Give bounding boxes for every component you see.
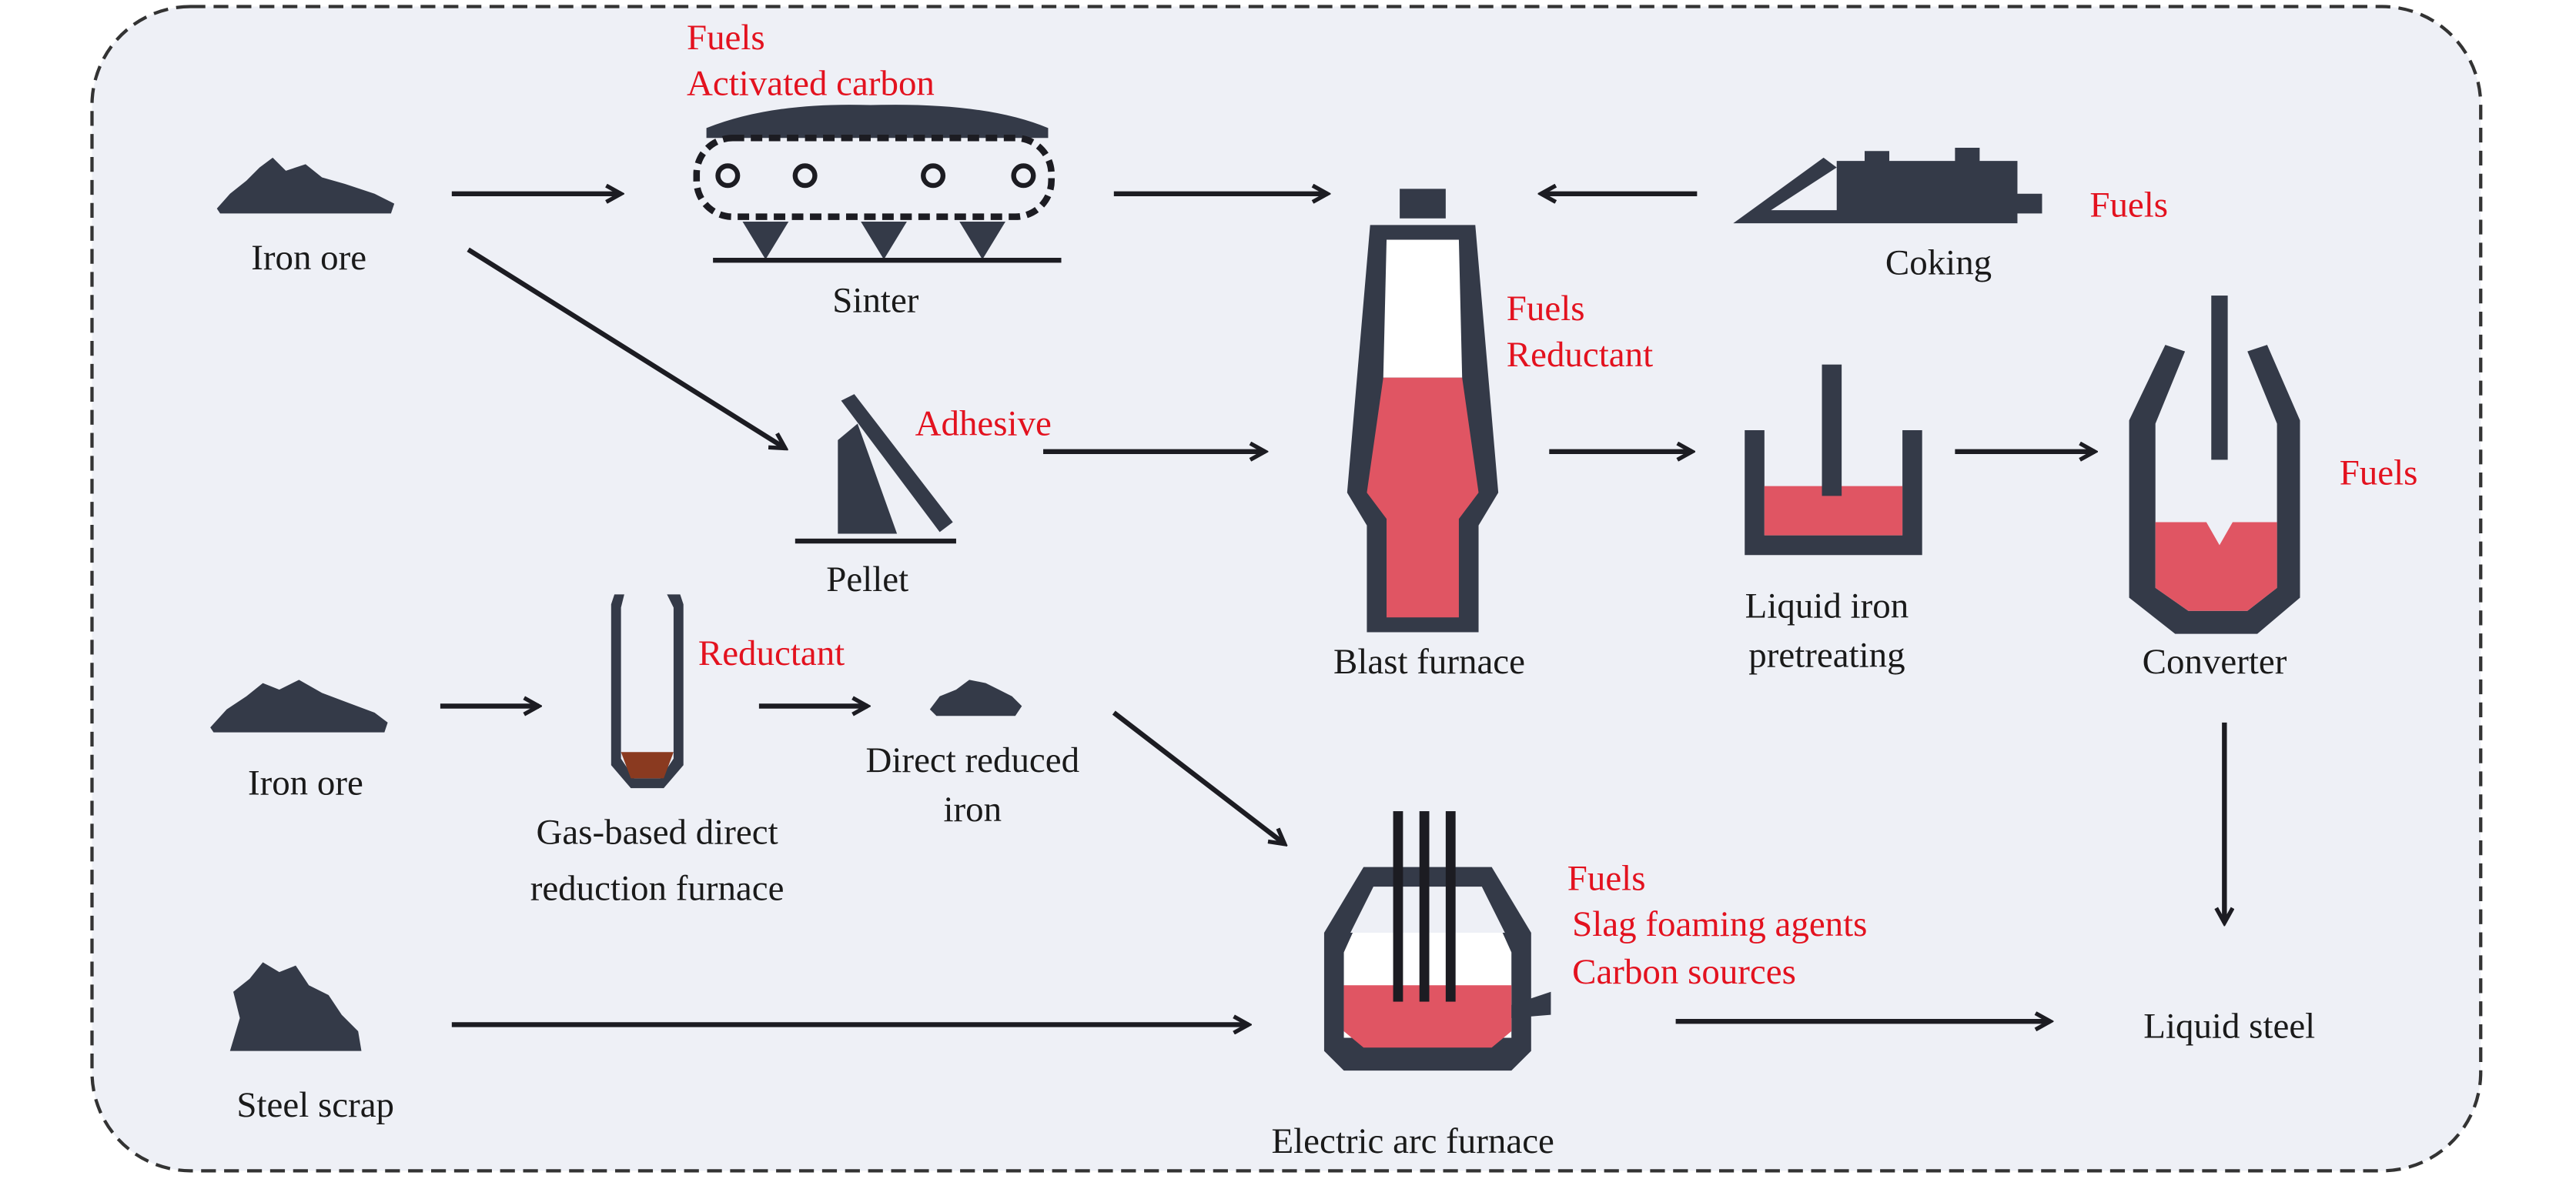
pellet-icon — [795, 394, 956, 544]
iron-ore-icon — [210, 680, 388, 733]
arrow-dri-to-eaf — [1112, 710, 1285, 844]
pellet-label: Pellet — [826, 559, 908, 600]
iron-ore-label: Iron ore — [251, 238, 366, 278]
blast-furnace-additive: Fuels — [1507, 289, 1585, 329]
steel-scrap-icon — [229, 962, 362, 1051]
eaf-additive: Carbon sources — [1572, 952, 1796, 992]
gas-based-furnace-additive: Reductant — [698, 633, 845, 673]
eaf-additive: Slag foaming agents — [1572, 904, 1867, 944]
gas-based-furnace-label: reduction furnace — [530, 868, 785, 908]
flow-arrows — [440, 194, 2224, 1025]
electric-arc-furnace-icon — [1323, 811, 1551, 1071]
iron-ore-label: Iron ore — [248, 763, 363, 803]
blast-furnace-additive: Reductant — [1507, 335, 1653, 375]
converter-label: Converter — [2143, 642, 2287, 682]
coking-label: Coking — [1885, 242, 1992, 282]
iron-ore-icon — [216, 157, 395, 214]
direct-reduced-iron-label: Direct reduced — [866, 740, 1080, 780]
liquid-iron-pretreating-label: Liquid iron — [1745, 586, 1909, 626]
eaf-additive: Fuels — [1567, 858, 1646, 898]
liquid-iron-pretreating-label: pretreating — [1748, 635, 1905, 675]
sinter-additive: Activated carbon — [687, 64, 935, 104]
diagram-frame — [90, 5, 2483, 1173]
liquid-steel-label: Liquid steel — [2143, 1007, 2315, 1047]
coking-icon — [1733, 148, 2042, 224]
steel-scrap-label: Steel scrap — [236, 1085, 394, 1125]
blast-furnace-icon — [1347, 189, 1499, 633]
gas-based-direct-reduction-furnace-icon — [611, 594, 684, 789]
pellet-additive: Adhesive — [915, 403, 1052, 443]
arrow-iron-ore-to-pellet — [467, 247, 785, 448]
sinter-label: Sinter — [832, 280, 918, 320]
converter-icon — [2129, 296, 2300, 634]
blast-furnace-label: Blast furnace — [1333, 642, 1525, 682]
electric-arc-furnace-label: Electric arc furnace — [1271, 1121, 1554, 1161]
coking-additive: Fuels — [2089, 185, 2168, 225]
sinter-icon — [693, 105, 1062, 263]
gas-based-furnace-label: Gas-based direct — [537, 813, 778, 853]
direct-reduced-iron-label: iron — [943, 790, 1002, 830]
converter-additive: Fuels — [2340, 453, 2418, 493]
sinter-additive: Fuels — [687, 18, 765, 58]
direct-reduced-iron-icon — [929, 680, 1022, 716]
liquid-iron-pretreating-icon — [1745, 364, 1922, 556]
